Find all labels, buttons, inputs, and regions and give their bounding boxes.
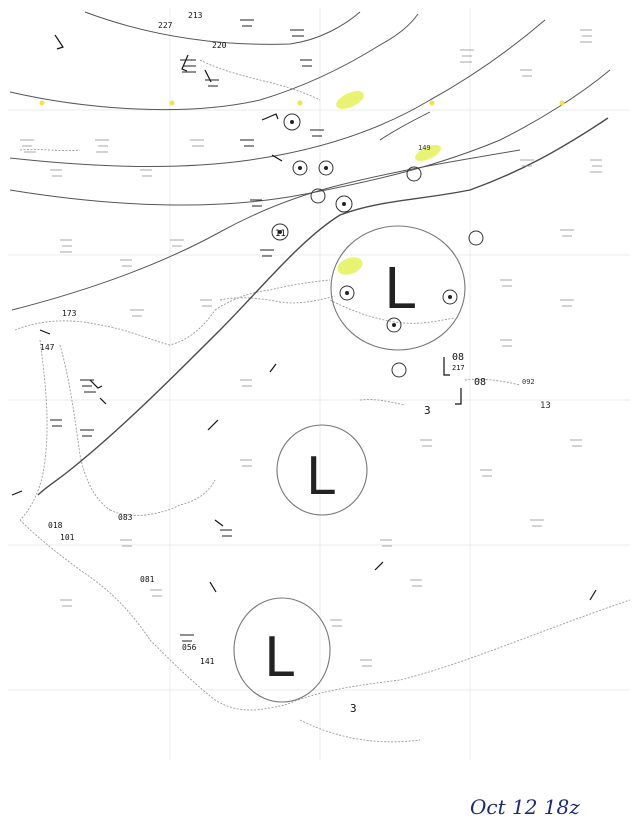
low-south-circle — [233, 597, 331, 703]
low-north-circle — [330, 225, 466, 351]
low-circles — [233, 225, 466, 703]
coastlines — [14, 59, 631, 743]
grid-lines — [8, 8, 630, 760]
station-sw-1: 018 — [48, 521, 63, 530]
station-e-2: 092 — [522, 378, 535, 386]
isobar-5 — [11, 149, 521, 311]
station-top-3: 220 — [212, 41, 227, 50]
dark-station-clusters — [50, 19, 324, 642]
isobar-label-east-c: 13 — [540, 401, 551, 411]
wind-barbs — [11, 34, 597, 601]
station-dots — [278, 120, 452, 327]
station-ne-1: 149 — [418, 144, 431, 152]
low-south: L — [264, 626, 294, 689]
station-sw-3: 083 — [118, 513, 133, 522]
isobar-2 — [9, 13, 419, 111]
isobars — [9, 11, 611, 311]
station-circles — [271, 113, 484, 378]
station-plot-scribbles — [20, 29, 602, 667]
station-w-1: 173 — [62, 309, 77, 318]
low-middle-circle — [276, 424, 368, 516]
low-north: L — [384, 257, 415, 322]
date-label: Oct 12 18z — [470, 795, 580, 819]
isobar-label-mid: 3 — [424, 404, 431, 417]
isobar-label-north: 11 — [275, 229, 286, 239]
isobar-label-east-b: 08 — [474, 377, 486, 388]
low-middle: L — [306, 447, 335, 507]
marker-dots — [39, 100, 565, 106]
station-w-2: 147 — [40, 343, 55, 352]
station-s-2: 141 — [200, 657, 215, 666]
isobar-4 — [9, 69, 611, 206]
isobar-1 — [84, 11, 361, 45]
station-top-1: 227 — [158, 21, 173, 30]
station-e-1: 217 — [452, 364, 465, 372]
highlights — [336, 91, 441, 275]
isobar-label-east-a: 08 — [452, 352, 464, 363]
station-top-2: 213 — [188, 11, 203, 20]
station-s-1: 056 — [182, 643, 197, 652]
isobar-label-south: 3 — [350, 702, 357, 715]
station-sw-2: 101 — [60, 533, 75, 542]
isobar-3 — [9, 19, 546, 168]
station-sw-4: 081 — [140, 575, 155, 584]
front-line — [37, 111, 609, 496]
